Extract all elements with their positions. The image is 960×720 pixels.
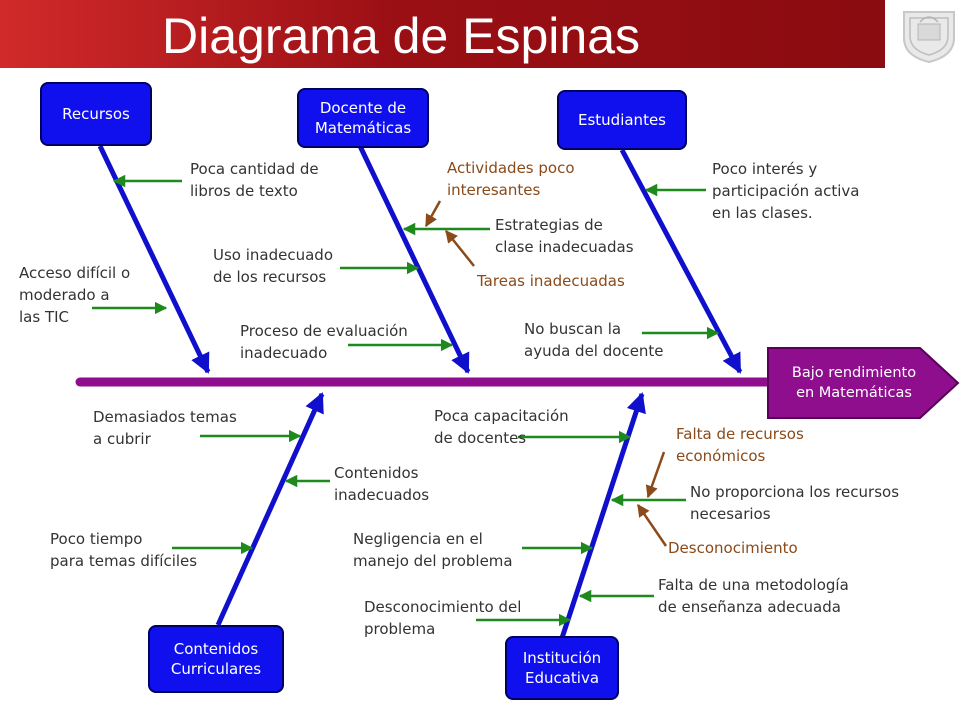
sub-cause-label: Desconocimiento: [668, 539, 798, 557]
cause-label: Poca capacitación de docentes: [434, 407, 569, 447]
bone-contenidos: [215, 392, 325, 627]
cause-label: Acceso difícil o moderado a las TIC: [19, 264, 131, 326]
sub-cause-label: Falta de recursos económicos: [676, 425, 804, 465]
logo-icon: [903, 11, 955, 64]
sub-cause-label: Actividades poco interesantes: [447, 159, 575, 199]
cause-label: Poca cantidad de libros de texto: [190, 160, 319, 200]
category-docente: Docente de Matemáticas: [297, 88, 429, 148]
bone-docente: [357, 144, 471, 374]
category-label: Contenidos Curriculares: [170, 640, 262, 678]
cause-label: Poco tiempo para temas difíciles: [50, 530, 198, 570]
category-label: Recursos: [62, 105, 130, 123]
category-recursos: Recursos: [40, 82, 152, 146]
category-label: Docente de Matemáticas: [314, 99, 412, 137]
effect-label: Bajo rendimiento en Matemáticas: [791, 365, 917, 401]
category-estudiantes: Estudiantes: [557, 90, 687, 150]
category-label: Estudiantes: [578, 111, 666, 129]
category-label: Institución Educativa: [522, 649, 602, 687]
effect-head: [767, 347, 960, 419]
cause-label: Desconocimiento del problema: [364, 598, 522, 638]
category-institucion: Institución Educativa: [505, 636, 619, 700]
cause-label: Estrategias de clase inadecuadas: [495, 216, 634, 256]
cause-label: Falta de una metodología de enseñanza ad…: [658, 576, 849, 616]
sub-cause-label: Tareas inadecuadas: [477, 272, 625, 290]
cause-label: Proceso de evaluación inadecuado: [240, 322, 408, 362]
title-bar: [0, 0, 885, 68]
page-title: Diagrama de Espinas: [162, 8, 641, 64]
cause-label: Contenidos inadecuados: [334, 464, 430, 504]
cause-label: Demasiados temas a cubrir: [93, 408, 237, 448]
category-contenidos: Contenidos Curriculares: [148, 625, 284, 693]
bone-estudiantes: [619, 148, 743, 374]
cause-label: No buscan la ayuda del docente: [524, 320, 664, 360]
bone-institucion: [559, 392, 646, 639]
cause-label: No proporciona los recursos necesarios: [690, 483, 900, 523]
cause-label: Uso inadecuado de los recursos: [213, 246, 333, 286]
cause-label: Negligencia en el manejo del problema: [353, 530, 513, 570]
cause-label: Poco interés y participación activa en l…: [712, 160, 860, 222]
